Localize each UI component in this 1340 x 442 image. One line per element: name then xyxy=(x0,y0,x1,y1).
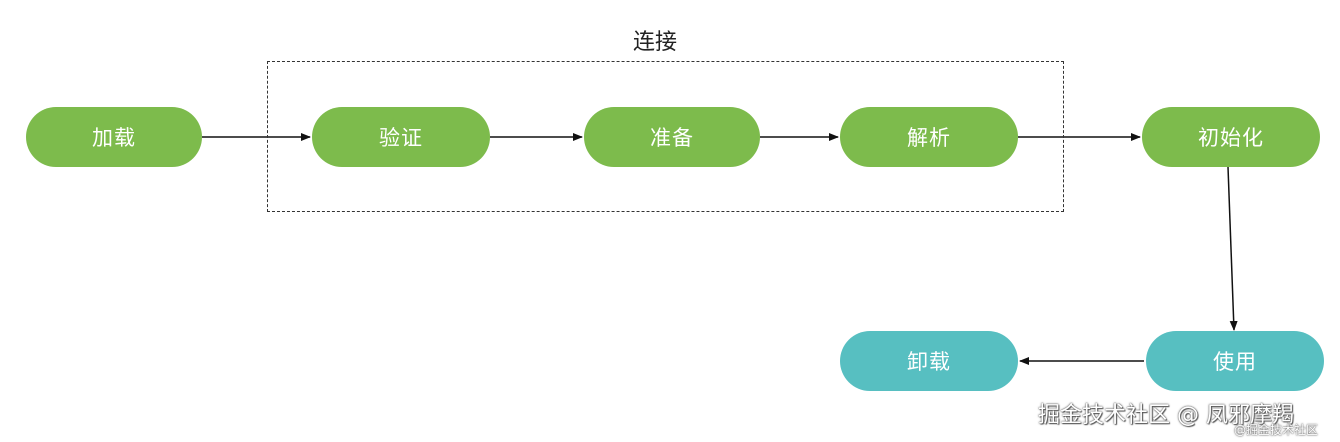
node-initialize: 初始化 xyxy=(1142,107,1320,167)
linking-group-box xyxy=(267,61,1064,212)
watermark-text: 掘金技术社区 @ 凤邪摩羯 xyxy=(1038,403,1294,428)
watermark-small-text: @掘金技术社区 xyxy=(1234,423,1319,437)
node-unload: 卸载 xyxy=(840,331,1018,391)
node-resolve: 解析 xyxy=(840,107,1018,167)
node-prepare: 准备 xyxy=(584,107,760,167)
node-verify: 验证 xyxy=(312,107,490,167)
node-use: 使用 xyxy=(1146,331,1324,391)
node-load: 加载 xyxy=(26,107,202,167)
linking-group-label: 连接 xyxy=(632,30,677,55)
arrow-initialize-to-use xyxy=(1227,166,1238,331)
